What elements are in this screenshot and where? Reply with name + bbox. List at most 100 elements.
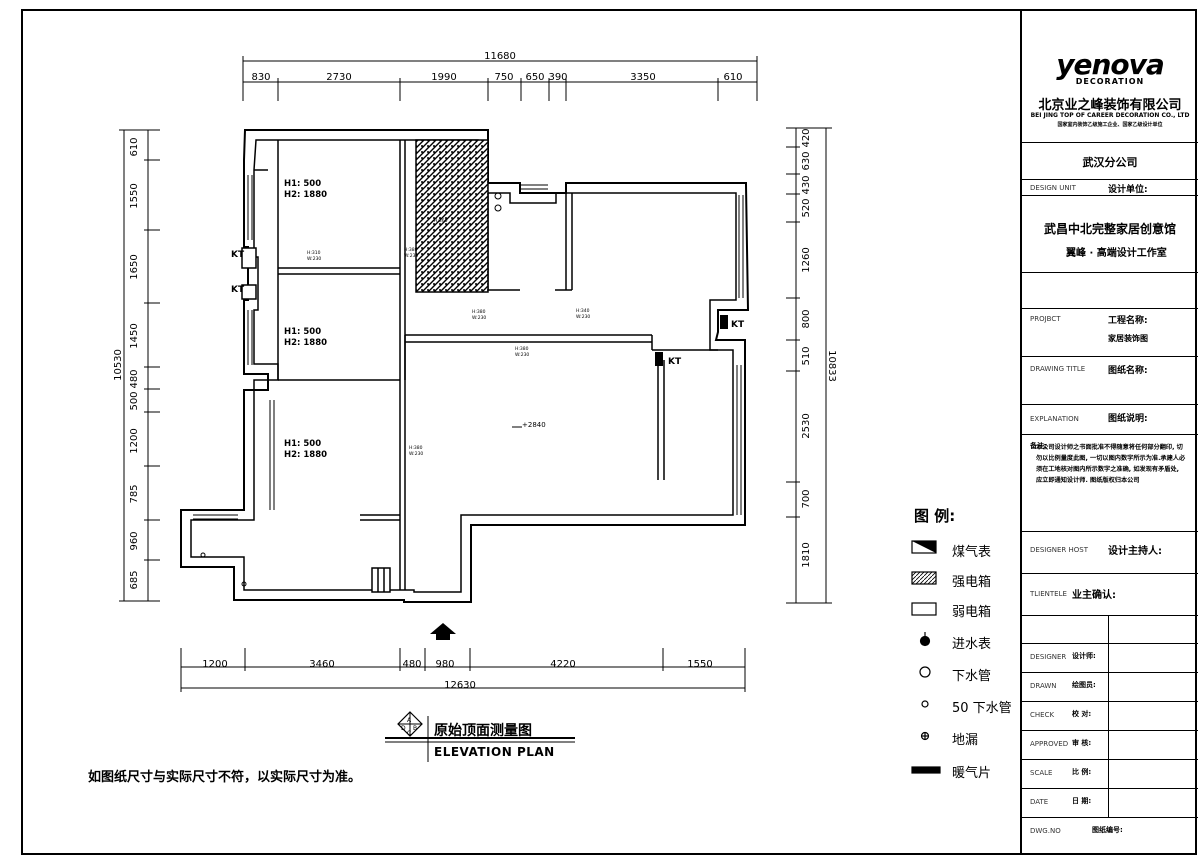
floor-plan: 11680 830 2730 1990 750 650 390 3350 610… [113,51,941,774]
right-dim: 1810 [801,542,812,567]
drain-pipe-icon [494,204,502,212]
plan-title-marker: A D B C [385,711,575,762]
designer-host-row: DESIGNER HOST 设计主持人: [1022,532,1198,574]
right-dim: 1260 [801,247,812,272]
right-dimension-line [786,127,832,604]
dimension-disclaimer: 如图纸尺寸与实际尺寸不符，以实际尺寸为准。 [88,770,362,785]
drain-pipe-icon [241,581,247,587]
plan-subtitle: ELEVATION PLAN [434,745,555,759]
room-height: H1: 500 [284,179,321,189]
note: H:380 [409,445,423,451]
project-key: PROJBCT [1030,315,1061,323]
design-unit-key: DESIGN UNIT [1030,184,1076,192]
bottom-dim: 1200 [202,659,227,670]
right-dim: 630 [801,151,812,170]
tiled-area [415,139,489,293]
right-dim: 700 [801,489,812,508]
note: W:230 [472,315,486,321]
kt-label: KT [231,285,245,295]
legend-item-50-drain-pipe: 50 下水管 [952,701,1012,716]
bottom-total-dim: 12630 [444,680,476,691]
brand-subtitle: DECORATION [1075,77,1145,86]
legend-item-gas-meter: 煤气表 [952,545,992,560]
exterior-walls [180,129,750,603]
radiator [371,567,391,593]
note: H:380 [515,346,529,352]
top-dim: 610 [723,72,742,83]
right-dim: 420 [801,128,812,147]
design-unit-row: DESIGN UNIT 设计单位: [1022,180,1198,196]
studio-name: 武昌中北完整家居创意馆 [1043,222,1176,236]
top-dim: 390 [548,72,567,83]
top-dim: 750 [494,72,513,83]
top-dim: 650 [525,72,544,83]
bottom-dim: 4220 [550,659,575,670]
ac-box [720,315,728,329]
bottom-dim: 980 [435,659,454,670]
dwg-key: DWG.NO [1030,827,1061,835]
explanation-row: EXPLANATION 图纸说明: [1022,405,1198,435]
legend-title: 图 例: [914,507,956,525]
designer-row: DESIGNER 设计师: [1022,644,1198,673]
kt-label: KT [231,250,245,260]
client-row: TLIENTELE 业主确认: [1022,574,1198,616]
legend-item-low-voltage-box: 弱电箱 [952,605,992,620]
approved-row: APPROVED 审 核: [1022,731,1198,760]
right-dim: 520 [801,198,812,217]
drawing-title-key: DRAWING TITLE [1030,365,1086,373]
drawing-title-label: 图纸名称: [1108,366,1148,376]
legend-item-radiator: 暖气片 [952,766,992,781]
top-dim: 3350 [630,72,655,83]
designer-label: 设计师: [1072,652,1096,660]
explanation-label: 图纸说明: [1108,414,1148,424]
left-dim: 1450 [129,323,140,348]
right-dim: 430 [801,175,812,194]
check-label: 校 对: [1072,710,1092,718]
client-label: 业主确认: [1072,590,1116,601]
brand-logo: yenova [1056,48,1165,81]
studio-subname: 翼峰 · 高端设计工作室 [1066,248,1167,259]
check-key: CHECK [1030,711,1055,719]
company-name-en: BEI JING TOP OF CAREER DECORATION CO., L… [1030,112,1190,119]
company-name: 北京业之峰装饰有限公司 [1038,98,1182,113]
room-height: H2: 1880 [284,338,327,348]
notes-text: 本公司设计师之书面批准不得随意将任何部分翻印, 切勿以比例量度此图, 一切以图内… [1036,444,1186,484]
right-dim: 510 [801,346,812,365]
ac-box [241,247,257,269]
note: W:230 [409,451,423,457]
svg-text:C: C [407,730,411,737]
legend-symbols [911,540,941,774]
drawn-label: 绘图员: [1072,681,1096,689]
right-dim: 800 [801,309,812,328]
entrance-arrow-icon [430,623,456,640]
studio-row: 武昌中北完整家居创意馆 翼峰 · 高端设计工作室 [1022,196,1198,273]
bottom-dim: 1550 [687,659,712,670]
scale-key: SCALE [1030,769,1053,777]
note: H:380 [404,247,418,253]
bottom-dimension-line [180,648,746,692]
approved-label: 审 核: [1072,739,1092,747]
windows [193,175,744,520]
room-height: H1: 500 [284,327,321,337]
note: H:340 [576,308,590,314]
top-dimension-line [242,56,758,101]
note: H:380 [472,309,486,315]
small-notes: H:310 W:230 H:380 W:230 H:380 W:230 H:34… [307,218,590,457]
scale-row: SCALE 比 例: [1022,760,1198,789]
spacer-row [1022,616,1198,644]
right-dim: 2530 [801,413,812,438]
dwg-label: 图纸编号: [1092,826,1123,834]
room-height: H1: 500 [284,439,321,449]
left-dim: 785 [129,484,140,503]
ceiling-level: +2840 [522,421,546,429]
client-key: TLIENTELE [1030,590,1067,598]
drawn-row: DRAWN 绘图员: [1022,673,1198,702]
top-total-dim: 11680 [484,51,516,62]
left-dimension-line [119,129,160,602]
drain-pipe-icon [200,552,206,558]
ac-box [241,284,257,300]
check-row: CHECK 校 对: [1022,702,1198,731]
note: H:360 [434,218,448,224]
design-unit-value: 设计单位: [1108,185,1148,195]
note: W:230 [576,314,590,320]
